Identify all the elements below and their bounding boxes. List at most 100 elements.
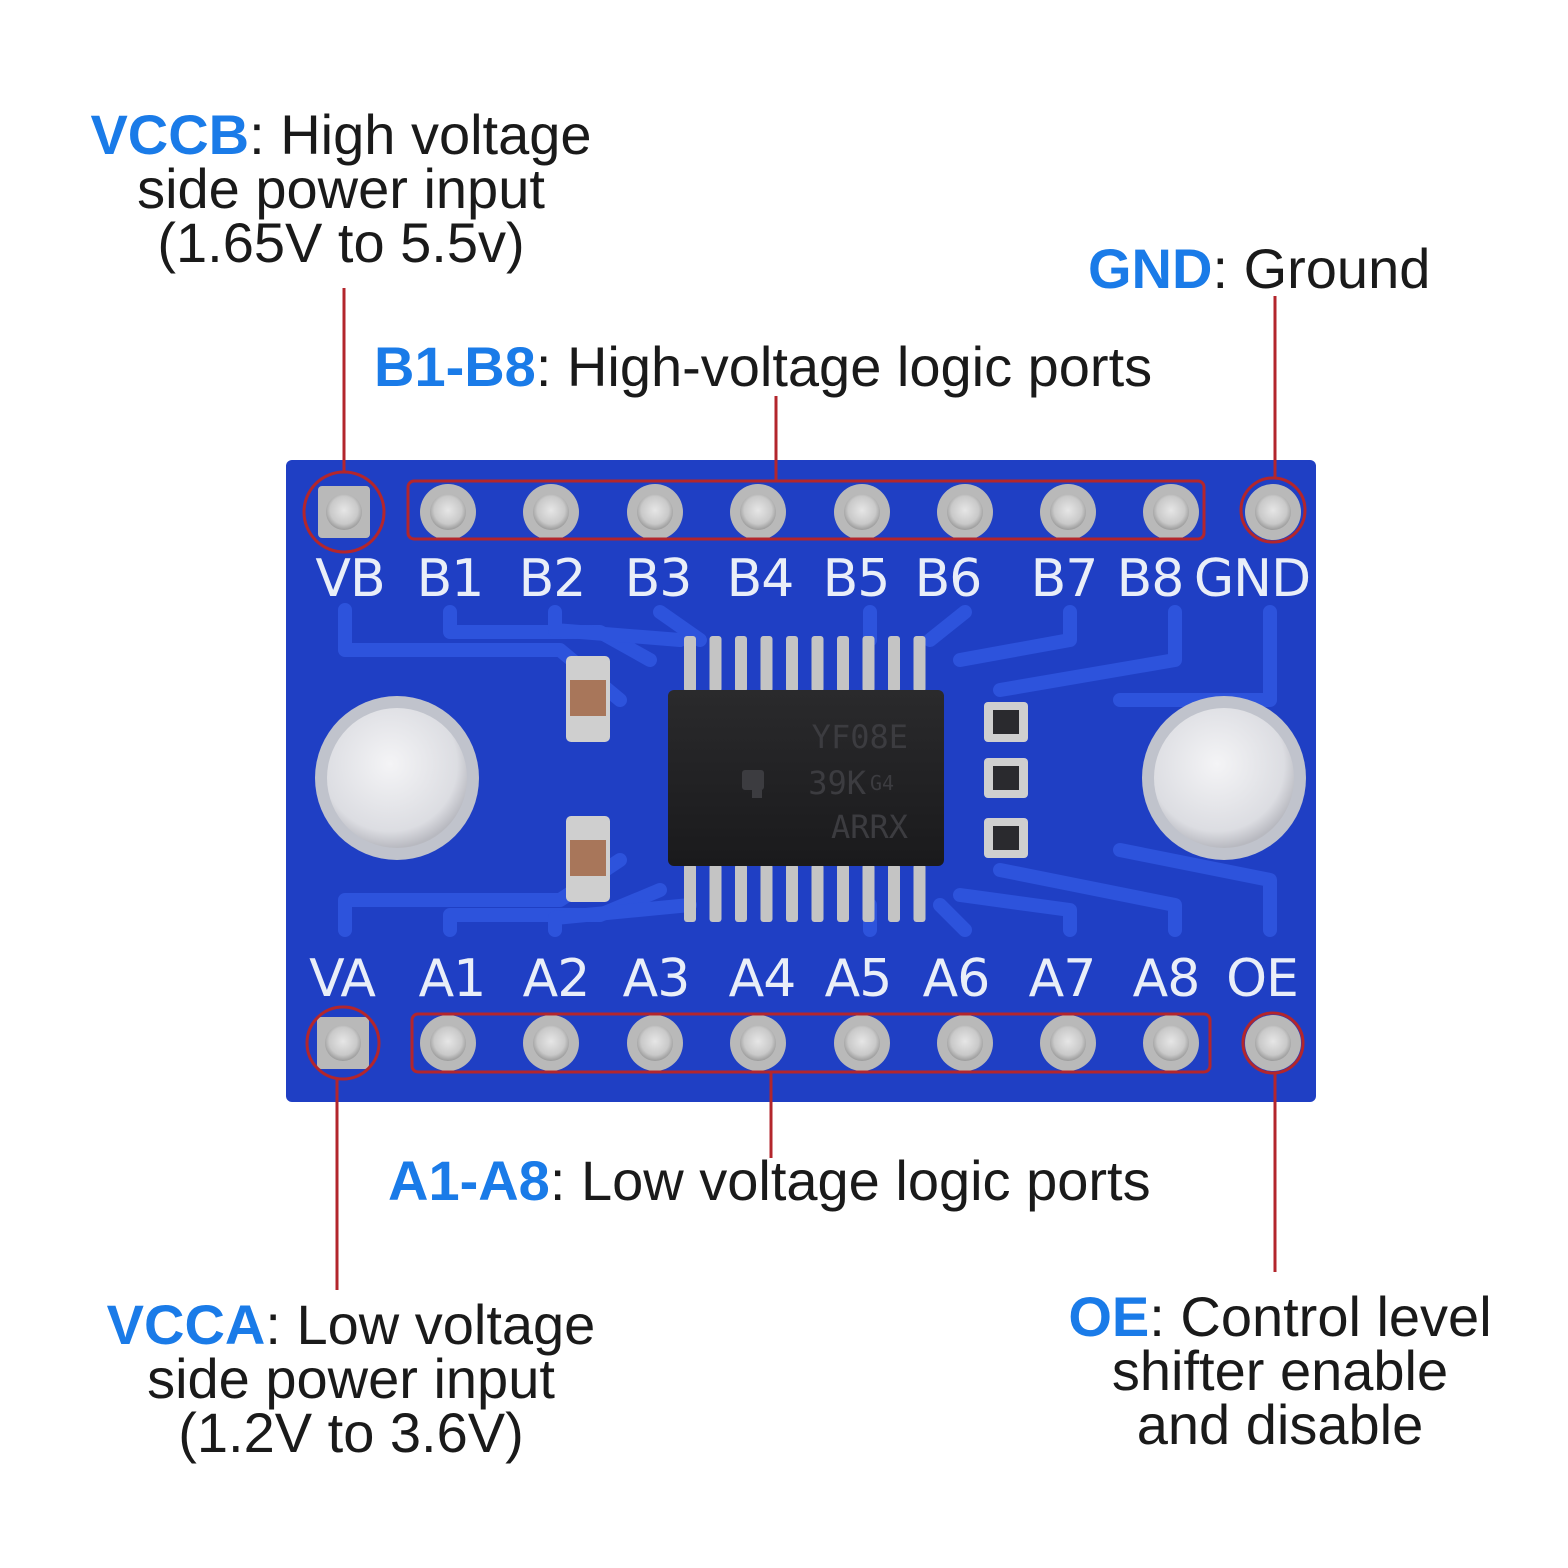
chip-leg-bottom xyxy=(709,864,722,922)
mounting-hole-left xyxy=(315,696,479,860)
chip-leg-bottom xyxy=(735,864,747,922)
oe-name: OE xyxy=(1068,1285,1150,1348)
pin-label-b1: B1 xyxy=(417,549,484,609)
top-pad-vb xyxy=(318,486,370,538)
vccb-desc-line1: : High voltage xyxy=(249,103,592,166)
gnd-callout: GND: Ground xyxy=(1088,241,1468,297)
top-pad-b4 xyxy=(730,484,786,540)
bottom-pad-a3 xyxy=(627,1015,683,1071)
bottom-pad-a7 xyxy=(1040,1015,1096,1071)
chip-leg-bottom xyxy=(862,864,875,922)
gnd-pin-highlight xyxy=(1239,476,1307,544)
va-pin-highlight xyxy=(305,1005,381,1081)
pin-label-a5: A5 xyxy=(825,949,892,1009)
bottom-pad-a4 xyxy=(730,1015,786,1071)
a-ports-name: A1-A8 xyxy=(388,1149,550,1212)
pin-label-b3: B3 xyxy=(625,549,692,609)
top-pad-b3 xyxy=(627,484,683,540)
top-pad-b7 xyxy=(1040,484,1096,540)
top-pad-b1 xyxy=(420,484,476,540)
oe-desc-line3: and disable xyxy=(1136,1393,1424,1456)
pin-label-b7: B7 xyxy=(1031,549,1098,609)
chip-leg-top xyxy=(760,636,773,692)
resistor-3 xyxy=(984,818,1028,858)
a-ports-callout: A1-A8: Low voltage logic ports xyxy=(388,1153,1228,1209)
chip-leg-top xyxy=(735,636,747,692)
oe-pin-highlight xyxy=(1241,1011,1305,1075)
bottom-pad-a6 xyxy=(937,1015,993,1071)
oe-callout: OE: Control level shifter enable and dis… xyxy=(1040,1289,1520,1456)
chip-body xyxy=(668,690,944,866)
b-pins-highlight xyxy=(406,479,1206,541)
pin-label-b4: B4 xyxy=(727,549,794,609)
bottom-pad-a1 xyxy=(420,1015,476,1071)
chip-leg-top xyxy=(709,636,722,692)
oe-desc-line2: shifter enable xyxy=(1111,1339,1449,1402)
mounting-hole-right xyxy=(1142,696,1306,860)
chip-leg-top xyxy=(837,636,849,692)
pin-label-b5: B5 xyxy=(823,549,890,609)
chip-marking-line1: YF08E xyxy=(812,718,908,756)
bottom-pad-a8 xyxy=(1143,1015,1199,1071)
capacitor-bottom xyxy=(566,816,610,902)
pin-label-a6: A6 xyxy=(923,949,990,1009)
b-ports-desc: : High-voltage logic ports xyxy=(535,335,1153,398)
pin-label-a1: A1 xyxy=(419,949,486,1009)
bottom-pad-oe xyxy=(1245,1015,1301,1071)
chip-marking-g4: G4 xyxy=(870,771,894,795)
a-ports-desc: : Low voltage logic ports xyxy=(549,1149,1151,1212)
pin-label-a4: A4 xyxy=(729,949,796,1009)
chip-leg-bottom xyxy=(811,864,824,922)
bottom-pin-labels: VA A1 A2 A3 A4 A5 A6 A7 A8 OE xyxy=(309,949,1299,1009)
chip-leg-top xyxy=(862,636,875,692)
b-ports-callout: B1-B8: High-voltage logic ports xyxy=(374,339,1234,395)
vccb-name: VCCB xyxy=(90,103,250,166)
bottom-pad-va xyxy=(317,1017,369,1069)
top-pad-gnd xyxy=(1245,484,1301,540)
vcca-name: VCCA xyxy=(106,1293,266,1356)
resistor-1 xyxy=(984,702,1028,742)
capacitor-top xyxy=(566,656,610,742)
top-pad-b8 xyxy=(1143,484,1199,540)
leader-lines xyxy=(335,288,1277,1290)
pin-highlights xyxy=(302,470,1307,1081)
pin-label-b8: B8 xyxy=(1117,549,1184,609)
pin-label-va: VA xyxy=(309,949,376,1009)
pin-label-a3: A3 xyxy=(623,949,690,1009)
pin-label-b2: B2 xyxy=(519,549,586,609)
pin-label-a7: A7 xyxy=(1029,949,1096,1009)
pin-label-oe: OE xyxy=(1226,949,1298,1009)
bottom-pad-a2 xyxy=(523,1015,579,1071)
chip-leg-bottom xyxy=(837,864,849,922)
chip-leg-bottom xyxy=(760,864,773,922)
pin-label-a2: A2 xyxy=(523,949,590,1009)
bottom-header-pads xyxy=(317,1015,1301,1071)
vcca-desc-line3: (1.2V to 3.6V) xyxy=(178,1401,524,1464)
ti-logo-icon xyxy=(742,770,764,798)
vccb-desc-line3: (1.65V to 5.5v) xyxy=(157,211,525,274)
bottom-pad-a5 xyxy=(834,1015,890,1071)
chip-marking-line2: 39K xyxy=(808,764,867,802)
pin-label-gnd: GND xyxy=(1194,549,1310,609)
vccb-desc-line2: side power input xyxy=(137,157,545,220)
pin-label-b6: B6 xyxy=(915,549,982,609)
top-header-pads xyxy=(318,484,1301,540)
top-pad-b6 xyxy=(937,484,993,540)
a-pins-highlight xyxy=(410,1012,1212,1074)
chip-leg-bottom xyxy=(888,864,900,922)
vccb-callout: VCCB: High voltage side power input (1.6… xyxy=(66,107,616,274)
top-pin-labels: VB B1 B2 B3 B4 B5 B6 B7 B8 GND xyxy=(315,549,1311,609)
resistor-2 xyxy=(984,758,1028,798)
oe-desc-line1: : Control level xyxy=(1149,1285,1492,1348)
vcca-desc-line2: side power input xyxy=(147,1347,555,1410)
pin-label-vb: VB xyxy=(315,549,384,609)
chip-leg-bottom xyxy=(913,864,926,922)
chip-leg-top xyxy=(684,636,696,692)
pcb-traces xyxy=(338,603,1277,937)
gnd-name: GND xyxy=(1088,237,1213,300)
chip-leg-top xyxy=(811,636,824,692)
top-pad-b5 xyxy=(834,484,890,540)
vcca-desc-line1: : Low voltage xyxy=(265,1293,596,1356)
top-pad-b2 xyxy=(523,484,579,540)
